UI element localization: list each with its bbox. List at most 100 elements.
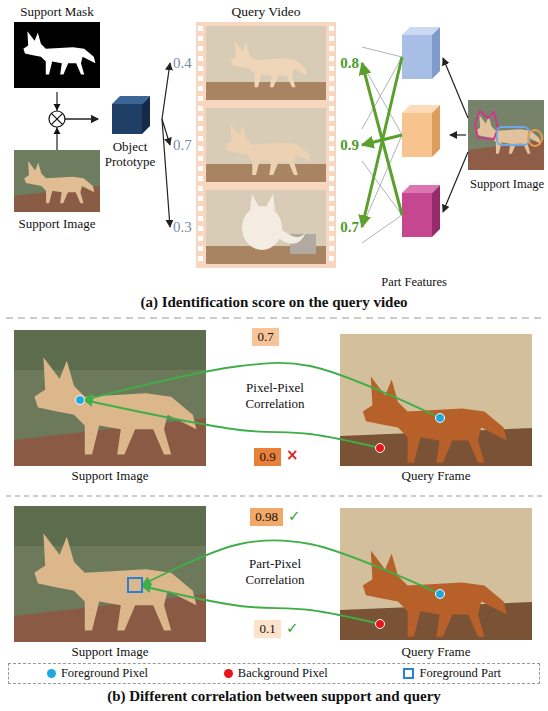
method-label: Pixel-Pixel Correlation [225,380,325,411]
subfigure-caption: (a) Identification score on the query vi… [0,293,548,311]
perforation [329,96,334,101]
perforation [329,206,334,211]
photo-ground [468,100,544,170]
wall [206,190,326,264]
cuboid-side [432,105,440,157]
legend-text: Foreground Pixel [61,666,148,681]
image-panel: Query Frame [340,508,532,660]
fox-ear [250,194,259,210]
support-photo-parts [468,100,544,170]
fox [363,550,507,636]
perforation [329,156,334,161]
connector-arrow [362,57,402,227]
perforation [329,256,334,261]
perforation [198,236,203,241]
node-label: Query Video [231,4,300,20]
part-outline [475,111,498,139]
cuboid-side [142,96,150,134]
score-value: 0.9 [340,136,359,154]
image-panel: Support Image [14,150,100,232]
image-panel: Support Image [466,100,544,192]
perforation [198,216,203,221]
separator [6,496,542,497]
connector-arrow [142,586,380,624]
perforation [329,176,334,181]
check-mark: ✓ [286,619,299,637]
score-value: 0.1 [259,621,275,637]
floor [206,164,326,182]
score-box: 0.9 [254,448,281,466]
cuboid-side [432,185,440,237]
perforation [198,66,203,71]
fox [363,376,507,462]
perforation [198,256,203,261]
similarity-line [362,63,402,135]
connector-arrow [84,400,380,448]
query-photo [340,508,532,640]
perforation [198,186,203,191]
legend-swatch [403,668,414,679]
legend-text: Foreground Part [419,666,501,681]
score-value: 0.7 [257,329,273,345]
similarity-line [362,57,402,129]
perforation [329,236,334,241]
perforation [329,66,334,71]
similarity-line [362,135,402,227]
node-label: Support Image [470,177,544,192]
fox [24,161,94,203]
photo-shade [14,506,206,546]
perforation [329,46,334,51]
node-label: Object Prototype [98,139,162,170]
similarity-lines [362,47,402,243]
support-photo [14,330,206,466]
perforation [198,206,203,211]
legend-item: Background Pixel [224,666,328,681]
perforation [329,56,334,61]
method-label: Part-Pixel Correlation [225,556,325,587]
perforation [198,116,203,121]
cuboid-side [432,27,440,79]
perforation [329,246,334,251]
connector-arrow [450,134,466,135]
perforation [198,126,203,131]
perforation [329,26,334,31]
image-panel: Query Frame [340,334,532,484]
legend-swatch [47,669,56,678]
perforation [198,176,203,181]
score-value: 0.4 [173,54,192,72]
perforation [198,46,203,51]
subfigure-caption: (b) Different correlation between suppor… [0,687,548,705]
photo-shade [14,330,206,370]
perforation [198,136,203,141]
perforation [198,26,203,31]
feature-cuboid [402,185,440,237]
arrow-head [54,104,61,111]
perforation [329,196,334,201]
node-label: Support Mask [20,4,93,20]
perforation [198,156,203,161]
fox-back [242,206,282,250]
mask-panel: Support Mask [14,4,100,92]
score-box: 0.1 [254,620,281,638]
fox-silhouette [23,31,95,74]
foreground-pixel [436,590,445,599]
support-photo [14,150,100,212]
video-frame: 0.70.9 [170,108,362,182]
foreground-part [128,578,142,592]
separator [6,318,542,319]
score-value: 0.98 [255,509,278,525]
video-frame-photo [206,190,326,264]
fox [34,357,196,454]
feature-cuboid [402,105,440,157]
photo-ground [14,506,206,642]
part-outline [528,130,542,146]
cuboid-face [112,104,142,134]
legend-item: Foreground Pixel [47,666,148,681]
cuboid-face [402,113,432,157]
perforation [198,196,203,201]
legend: Foreground Pixel Background Pixel Foregrou… [8,663,540,684]
feature-cuboid [402,27,440,79]
image-panel: Support Image [14,506,206,660]
